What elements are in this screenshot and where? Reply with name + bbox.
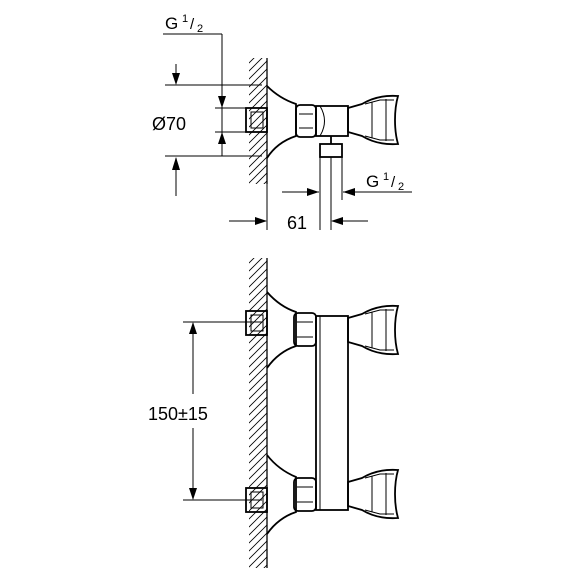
upper-union-nut [293, 312, 317, 347]
projection-arrowhead-left [255, 217, 267, 225]
dia-arrowhead-upper [218, 96, 226, 108]
lower-union-nut [293, 477, 317, 512]
inlet-thread-numerator: 1 [182, 13, 188, 25]
projection-arrowhead-right [331, 217, 343, 225]
centre-distance-label: 150±15 [148, 404, 208, 424]
lower-flange [266, 454, 297, 535]
flange-top [266, 85, 297, 159]
handle-top-facets [364, 99, 394, 141]
wall-hatch-front [249, 258, 267, 568]
upper-handle-facets [364, 309, 394, 351]
upper-inlet-nut-inner [250, 314, 264, 332]
inlet-nut-top-inner [250, 111, 264, 129]
front-view: 150±15 [148, 258, 400, 568]
inlet-thread-denominator: 2 [197, 23, 203, 35]
mixer-body-top-curve [319, 105, 325, 137]
outlet-thread-arrowhead-right [343, 188, 355, 196]
inlet-thread-slash: / [190, 16, 195, 33]
outlet-thread-arrowhead-left [307, 188, 319, 196]
mixer-body-top [315, 105, 349, 137]
projection-label: 61 [287, 213, 307, 233]
dia-arrowhead-lower [218, 132, 226, 144]
flange-diameter-label: Ø70 [152, 114, 186, 134]
outlet-thread-numerator: 1 [383, 171, 389, 183]
top-view: G 1 / 2 Ø70 G 1 / 2 [152, 13, 412, 233]
outlet-thread-denominator: 2 [398, 181, 404, 193]
lower-handle [347, 468, 400, 520]
handle-top [347, 94, 400, 146]
thread-arrowhead-upper [172, 73, 180, 85]
lower-handle-facets [364, 473, 394, 515]
centre-arrowhead-lower [189, 488, 197, 500]
mixer-body-front [315, 315, 349, 511]
upper-handle [347, 304, 400, 356]
union-nut-top [295, 104, 317, 138]
upper-flange [266, 291, 297, 369]
wall-hatch-top [249, 58, 267, 184]
inlet-thread-main: G [165, 14, 178, 33]
upper-inlet-nut [245, 310, 268, 336]
outlet-thread-slash: / [391, 174, 396, 191]
thread-arrowhead-lower [172, 157, 180, 170]
outlet-thread-main: G [366, 172, 379, 191]
outlet-fitting-top [319, 143, 343, 158]
centre-arrowhead-upper [189, 322, 197, 334]
